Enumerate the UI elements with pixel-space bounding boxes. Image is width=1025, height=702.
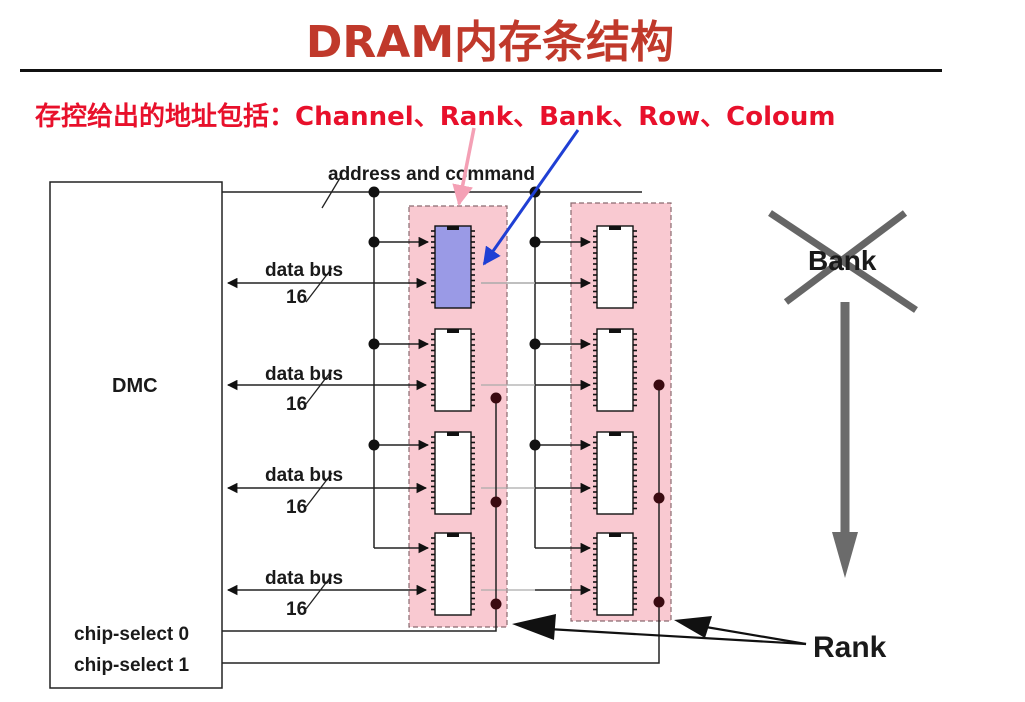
bank-crossed-out: Bank xyxy=(768,210,918,313)
rank-pointer-arrows xyxy=(512,614,807,646)
data-bus-lines xyxy=(226,277,592,596)
chip-select-1-label: chip-select 1 xyxy=(74,655,190,676)
junction-dot xyxy=(529,439,541,451)
dram-chip xyxy=(593,225,637,309)
dram-chips xyxy=(431,225,637,616)
address-command-label: address and command xyxy=(328,164,535,185)
chip-select-1-line xyxy=(222,384,660,664)
rank-label: Rank xyxy=(813,631,887,664)
junction-dot xyxy=(368,186,380,198)
address-bus-slash xyxy=(321,177,341,209)
bus-width-label: 16 xyxy=(286,287,307,308)
rank-0-address-branches xyxy=(374,236,430,554)
page-title: DRAM内存条结构 xyxy=(305,17,675,68)
bus-width-label: 16 xyxy=(286,599,307,620)
dmc-label: DMC xyxy=(112,375,158,397)
dram-chip xyxy=(431,532,475,616)
junction-dot xyxy=(368,236,380,248)
rank-1-address-branches xyxy=(535,236,592,554)
bus-width-label: 16 xyxy=(286,394,307,415)
title-divider xyxy=(20,69,942,72)
dram-chip xyxy=(593,532,637,616)
data-bus-label: data bus xyxy=(265,465,343,486)
dram-chip xyxy=(431,431,475,515)
junction-dot xyxy=(368,338,380,350)
data-bus-slashes xyxy=(305,267,333,610)
data-bus-label: data bus xyxy=(265,568,343,589)
dram-chip xyxy=(593,431,637,515)
blue-annotation-arrow xyxy=(482,129,580,266)
junction-dot xyxy=(529,338,541,350)
bus-width-label: 16 xyxy=(286,497,307,518)
data-bus-label: data bus xyxy=(265,364,343,385)
junction-dot xyxy=(529,236,541,248)
dmc-box xyxy=(49,181,223,689)
dram-chip xyxy=(593,328,637,412)
dram-chip xyxy=(431,328,475,412)
junction-dot xyxy=(368,439,380,451)
chip-select-dots xyxy=(490,379,665,610)
data-bus-label: data bus xyxy=(265,260,343,281)
address-fields-caption: 存控给出的地址包括：Channel、Rank、Bank、Row、Coloum xyxy=(35,102,836,132)
pink-annotation-arrow xyxy=(452,127,476,207)
chip-select-0-line xyxy=(222,397,497,632)
down-arrow-head xyxy=(832,532,858,578)
bank-label: Bank xyxy=(808,245,877,276)
chip-select-0-label: chip-select 0 xyxy=(74,624,189,645)
dram-chip xyxy=(431,225,475,309)
